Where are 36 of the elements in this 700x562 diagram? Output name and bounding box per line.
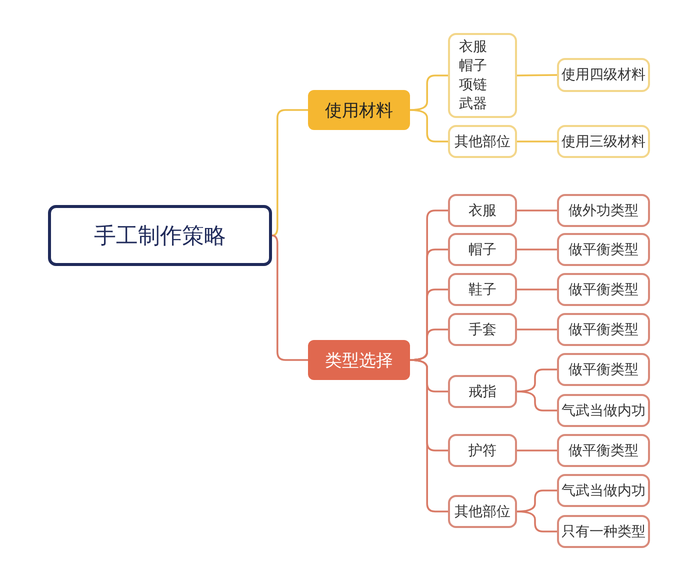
topic-box: 帽子 [448, 233, 517, 266]
topic-box: 做平衡类型 [557, 313, 650, 346]
topic-box: 衣服 [448, 194, 517, 227]
central-topic-box: 手工制作策略 [48, 205, 272, 266]
topic-box: 手套 [448, 313, 517, 346]
topic-box: 使用三级材料 [557, 125, 650, 158]
topic-box: 做外功类型 [557, 194, 650, 227]
topic-box: 其他部位 [448, 125, 517, 158]
branch-box: 类型选择 [308, 340, 410, 380]
bracket-connector [410, 109, 448, 142]
topic-box: 护符 [448, 434, 517, 467]
topic-box: 戒指 [448, 375, 517, 408]
topic-box: 气武当做内功 [557, 474, 650, 507]
bracket-connector [517, 74, 557, 76]
bracket-connector [517, 450, 557, 452]
topic-box: 做平衡类型 [557, 273, 650, 306]
topic-box: 气武当做内功 [557, 394, 650, 427]
bracket-connector [517, 140, 557, 142]
bracket-connector [272, 234, 308, 361]
topic-box: 鞋子 [448, 273, 517, 306]
bracket-connector [517, 288, 557, 290]
topic-box: 只有一种类型 [557, 515, 650, 548]
bracket-connector [410, 359, 448, 512]
topic-box: 做平衡类型 [557, 233, 650, 266]
branch-box: 使用材料 [308, 90, 410, 130]
bracket-connector [517, 248, 557, 250]
bracket-connector [517, 328, 557, 330]
bracket-connector [517, 210, 557, 212]
bracket-connector [272, 109, 308, 236]
topic-box: 做平衡类型 [557, 434, 650, 467]
bracket-connector [516, 510, 557, 532]
topic-box: 其他部位 [448, 495, 517, 528]
topic-box: 使用四级材料 [557, 58, 650, 92]
topic-box: 衣服帽子项链武器 [448, 33, 517, 118]
topic-box: 做平衡类型 [557, 353, 650, 386]
bracket-connector [516, 390, 557, 412]
